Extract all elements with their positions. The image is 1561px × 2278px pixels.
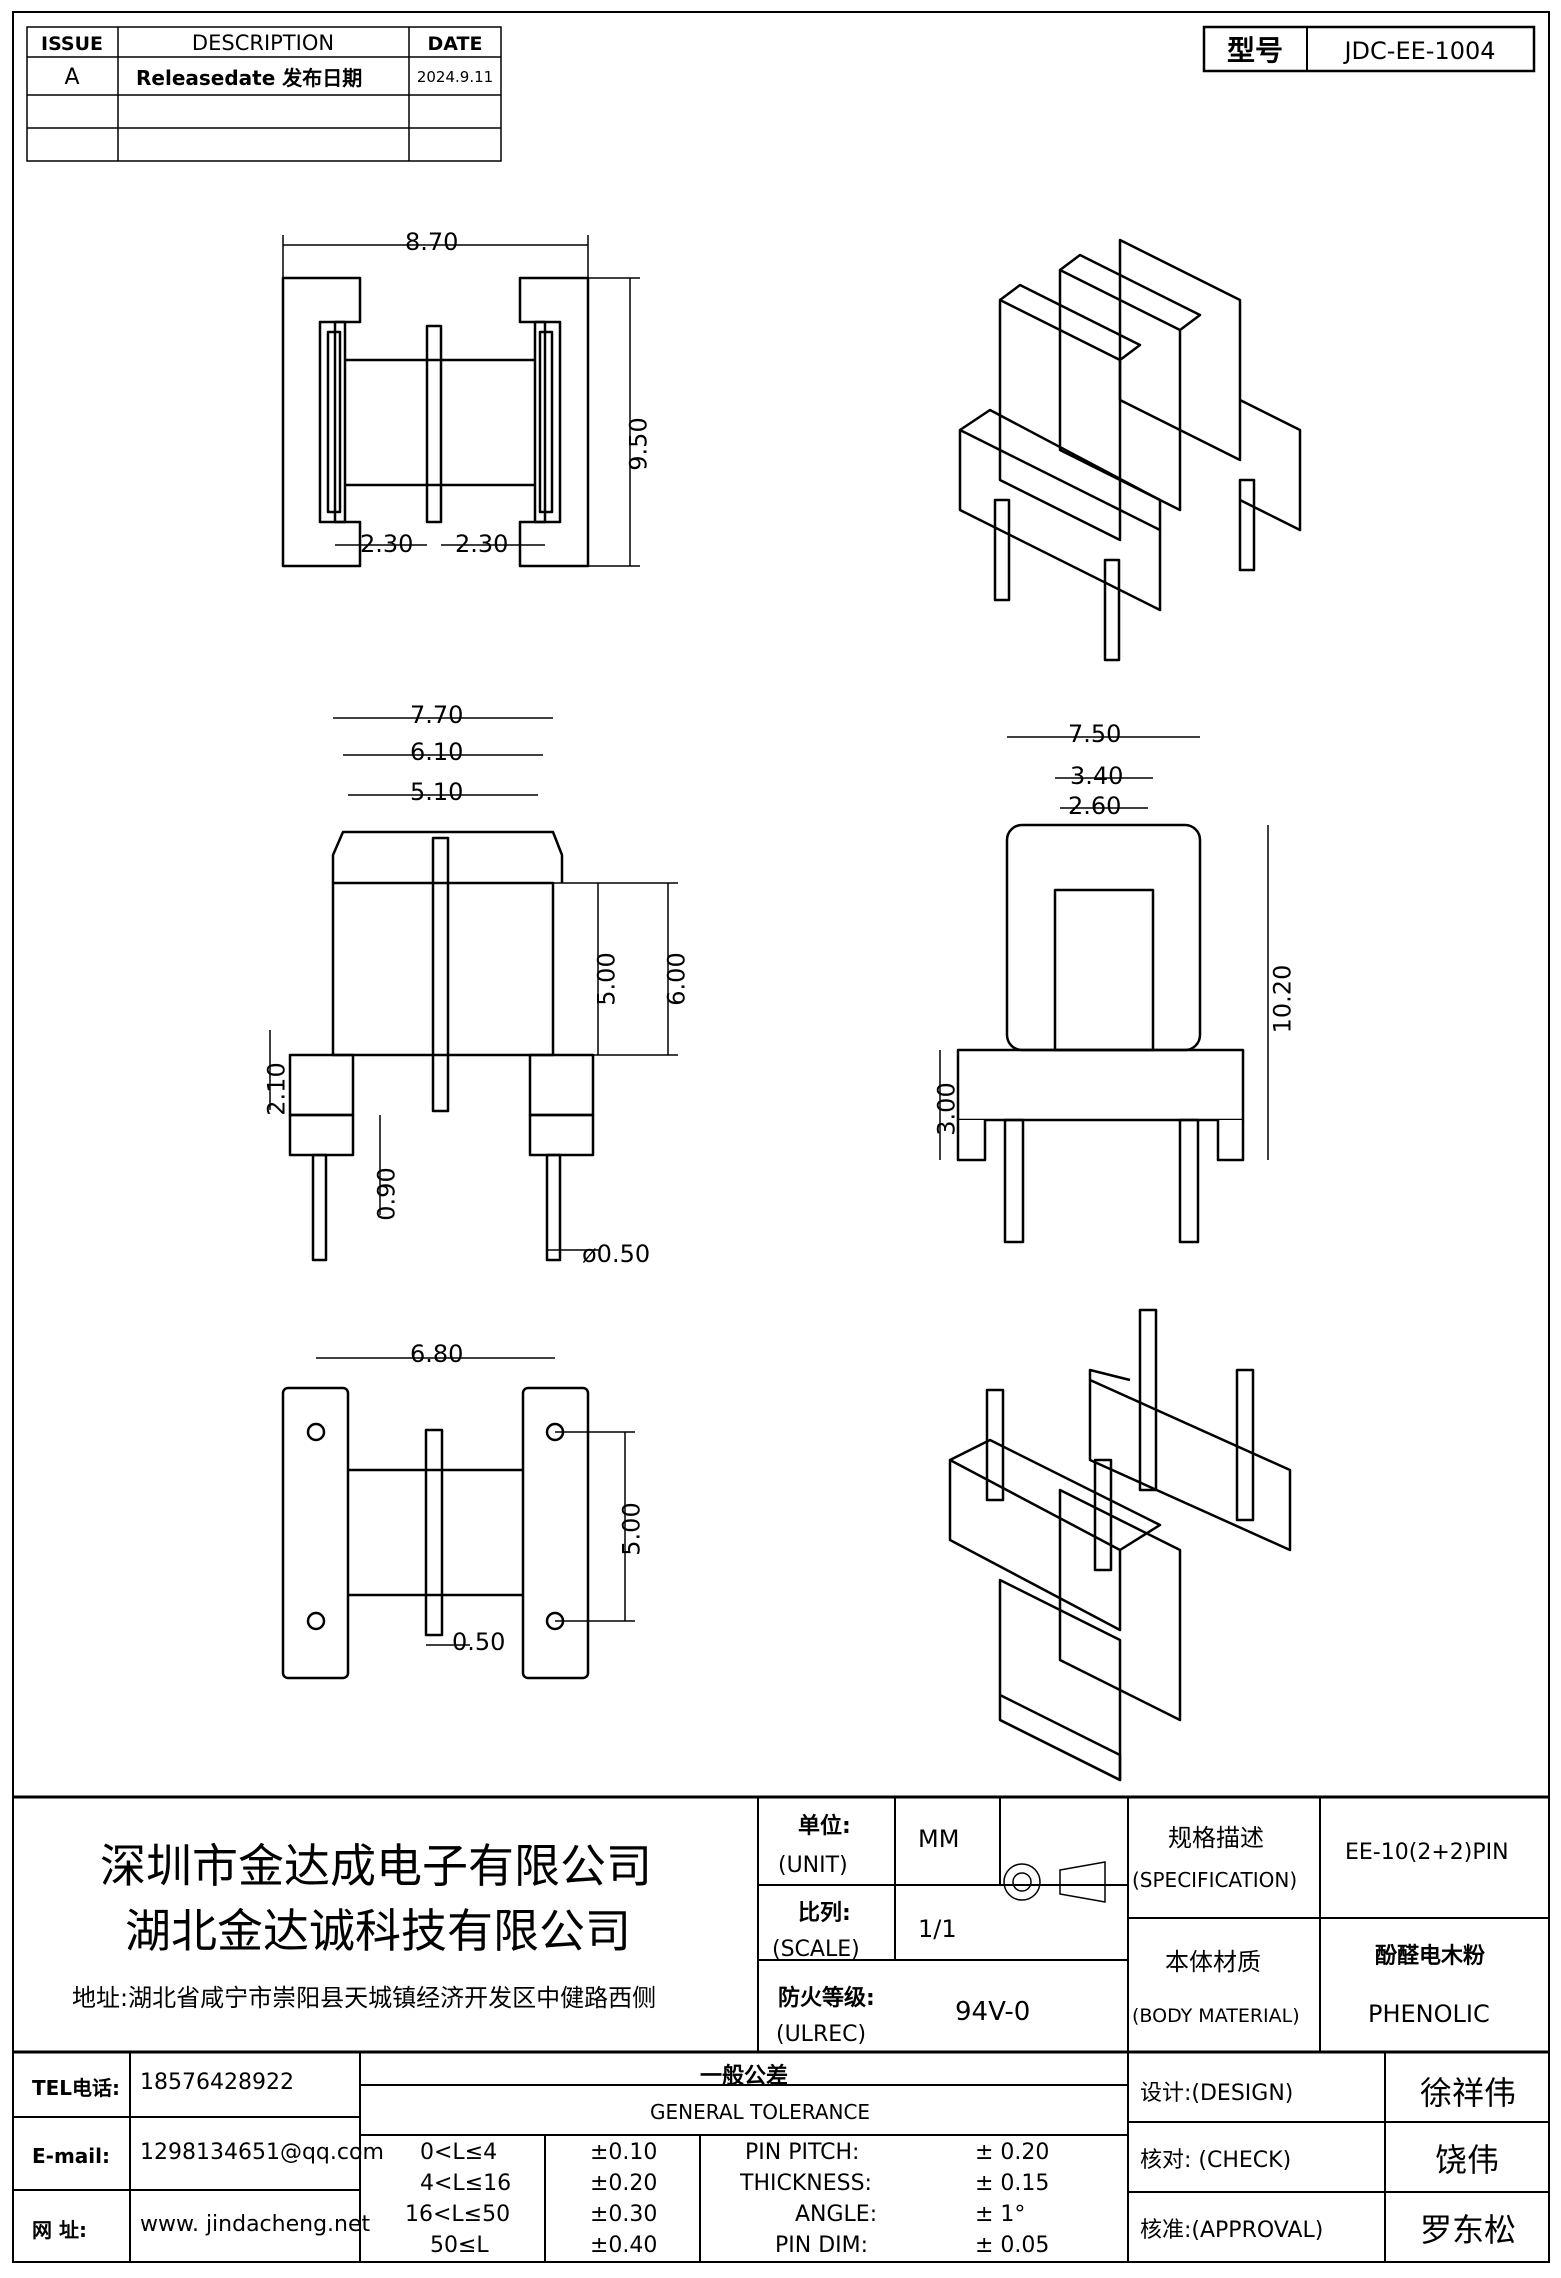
dim-D: 2.30 xyxy=(455,530,509,558)
top-view xyxy=(281,276,590,568)
dim-L: ø0.50 xyxy=(582,1240,651,1268)
rev-header-description: DESCRIPTION xyxy=(192,31,334,55)
dim-B: 9.50 xyxy=(624,417,653,471)
tol-item-value-3: ± 1° xyxy=(975,2202,1026,2227)
unit-en: (UNIT) xyxy=(778,1853,848,1878)
tol-item-value-4: ± 0.05 xyxy=(975,2233,1050,2258)
dim-P: 7.50 xyxy=(1068,720,1122,748)
dim-T: 10.20 xyxy=(1268,964,1297,1034)
tol-item-1: PIN PITCH: xyxy=(745,2140,860,2165)
dim-J: 5.00 xyxy=(592,952,621,1006)
company-name-2: 湖北金达诚科技有限公司 xyxy=(125,1904,631,1958)
spec-value: EE-10(2+2)PIN xyxy=(1345,1840,1509,1865)
dimension-lines xyxy=(269,235,1269,1646)
rev-header-issue: ISSUE xyxy=(41,33,103,55)
dim-Q: 3.40 xyxy=(1070,762,1124,790)
tol-value-2: ±0.20 xyxy=(590,2171,658,2196)
tol-range-2: 4<L≤16 xyxy=(420,2171,512,2196)
ul-en: (ULREC) xyxy=(776,2022,867,2047)
email-label: E-mail: xyxy=(32,2144,111,2168)
tol-value-1: ±0.10 xyxy=(590,2140,658,2165)
email-value[interactable]: 1298134651@qq.com xyxy=(140,2140,384,2165)
rev-row-description: Releasedate 发布日期 xyxy=(136,66,362,90)
dim-R: 2.60 xyxy=(1068,792,1122,820)
tol-range-1: 0<L≤4 xyxy=(420,2140,498,2165)
check-name: 饶伟 xyxy=(1435,2141,1500,2179)
approval-name: 罗东松 xyxy=(1420,2211,1517,2249)
spec-cn: 规格描述 xyxy=(1168,1824,1264,1852)
dim-O: 5.00 xyxy=(617,1502,646,1556)
unit-value: MM xyxy=(918,1825,960,1853)
tel-value: 18576428922 xyxy=(140,2070,294,2095)
rev-header-date: DATE xyxy=(428,33,483,55)
dim-N: 0.50 xyxy=(452,1628,506,1656)
check-label: 核对: (CHECK) xyxy=(1140,2148,1292,2173)
side-view xyxy=(956,823,1245,1244)
tol-range-3: 16<L≤50 xyxy=(405,2202,511,2227)
tol-item-2: THICKNESS: xyxy=(740,2171,872,2196)
bottom-view xyxy=(281,1386,590,1680)
dim-F: 6.10 xyxy=(410,738,464,766)
dim-I: 0.90 xyxy=(372,1167,401,1221)
dim-E: 7.70 xyxy=(410,701,464,729)
tel-label: TEL电话: xyxy=(32,2076,121,2100)
scale-value: 1/1 xyxy=(918,1915,957,1943)
spec-en: (SPECIFICATION) xyxy=(1132,1868,1298,1892)
dim-A: 8.70 xyxy=(405,228,459,256)
material-value-cn: 酚醛电木粉 xyxy=(1375,1944,1486,1969)
dim-G: 5.10 xyxy=(410,778,464,806)
iso-view-bottom xyxy=(948,1308,1292,1782)
material-en: (BODY MATERIAL) xyxy=(1132,2005,1300,2027)
revision-table xyxy=(26,26,502,162)
dim-C: 2.30 xyxy=(360,530,414,558)
projection-symbol-icon xyxy=(1003,1861,1106,1903)
iso-view-top xyxy=(958,238,1302,662)
ul-cn: 防火等级: xyxy=(778,1986,875,2011)
tolerance-title-cn: 一般公差 xyxy=(700,2064,789,2089)
web-label: 网 址: xyxy=(32,2218,87,2242)
scale-en: (SCALE) xyxy=(772,1937,860,1962)
model-value: JDC-EE-1004 xyxy=(1342,37,1495,65)
tol-value-4: ±0.40 xyxy=(590,2233,658,2258)
front-view xyxy=(288,830,595,1262)
approval-label: 核准:(APPROVAL) xyxy=(1140,2218,1324,2243)
unit-cn: 单位: xyxy=(798,1814,851,1839)
dim-M: 6.80 xyxy=(410,1340,464,1368)
ul-value: 94V-0 xyxy=(955,1997,1031,2027)
company-name-1: 深圳市金达成电子有限公司 xyxy=(100,1839,652,1893)
rev-row-date: 2024.9.11 xyxy=(417,68,493,86)
model-box xyxy=(1202,25,1536,73)
material-cn: 本体材质 xyxy=(1165,1948,1261,1976)
tol-item-value-1: ± 0.20 xyxy=(975,2140,1050,2165)
design-label: 设计:(DESIGN) xyxy=(1140,2081,1294,2106)
tol-item-4: PIN DIM: xyxy=(775,2233,869,2258)
tolerance-title-en: GENERAL TOLERANCE xyxy=(650,2100,871,2124)
design-name: 徐祥伟 xyxy=(1420,2074,1517,2112)
material-value-en: PHENOLIC xyxy=(1368,2000,1490,2028)
rev-row-issue: A xyxy=(64,65,79,90)
web-value[interactable]: www. jindacheng.net xyxy=(140,2212,371,2237)
tol-range-4: 50≤L xyxy=(430,2233,489,2258)
dim-K: 6.00 xyxy=(662,952,691,1006)
title-block-frame xyxy=(13,1795,1549,2262)
tol-item-3: ANGLE: xyxy=(795,2202,878,2227)
tol-value-3: ±0.30 xyxy=(590,2202,658,2227)
model-label: 型号 xyxy=(1227,34,1283,67)
scale-cn: 比列: xyxy=(798,1901,851,1926)
dim-S: 3.00 xyxy=(932,1082,961,1136)
dim-H: 2.10 xyxy=(262,1062,291,1116)
company-address: 地址:湖北省咸宁市崇阳县天城镇经济开发区中健路西侧 xyxy=(72,1984,657,2012)
tol-item-value-2: ± 0.15 xyxy=(975,2171,1050,2196)
